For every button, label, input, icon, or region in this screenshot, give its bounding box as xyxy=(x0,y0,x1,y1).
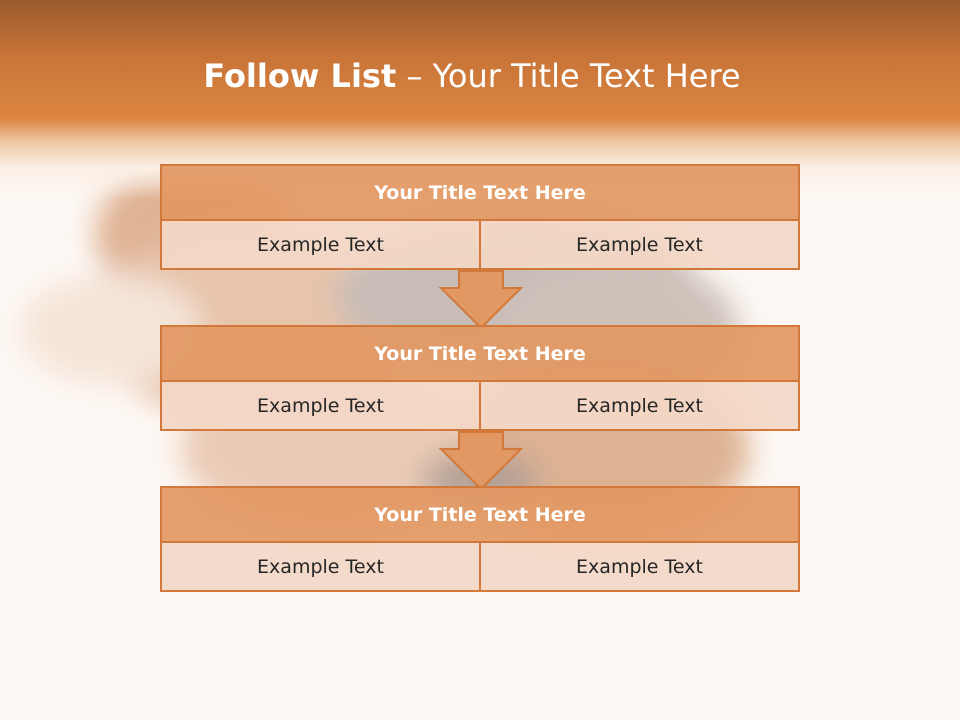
slide-title: Follow List – Your Title Text Here xyxy=(0,55,944,97)
slide-title-bold: Follow List xyxy=(203,57,397,95)
block-1-right-cell: Example Text xyxy=(479,221,800,270)
block-2-title: Your Title Text Here xyxy=(160,325,800,382)
down-arrow-icon xyxy=(438,270,524,330)
block-3-right-cell: Example Text xyxy=(479,543,800,592)
block-2-left-cell: Example Text xyxy=(160,382,481,431)
block-1-title: Your Title Text Here xyxy=(160,164,800,221)
block-1-left-cell: Example Text xyxy=(160,221,481,270)
slide-title-rest: – Your Title Text Here xyxy=(406,57,741,95)
block-2-right-cell: Example Text xyxy=(479,382,800,431)
block-3-left-cell: Example Text xyxy=(160,543,481,592)
block-3-title: Your Title Text Here xyxy=(160,486,800,543)
down-arrow-icon xyxy=(438,431,524,491)
